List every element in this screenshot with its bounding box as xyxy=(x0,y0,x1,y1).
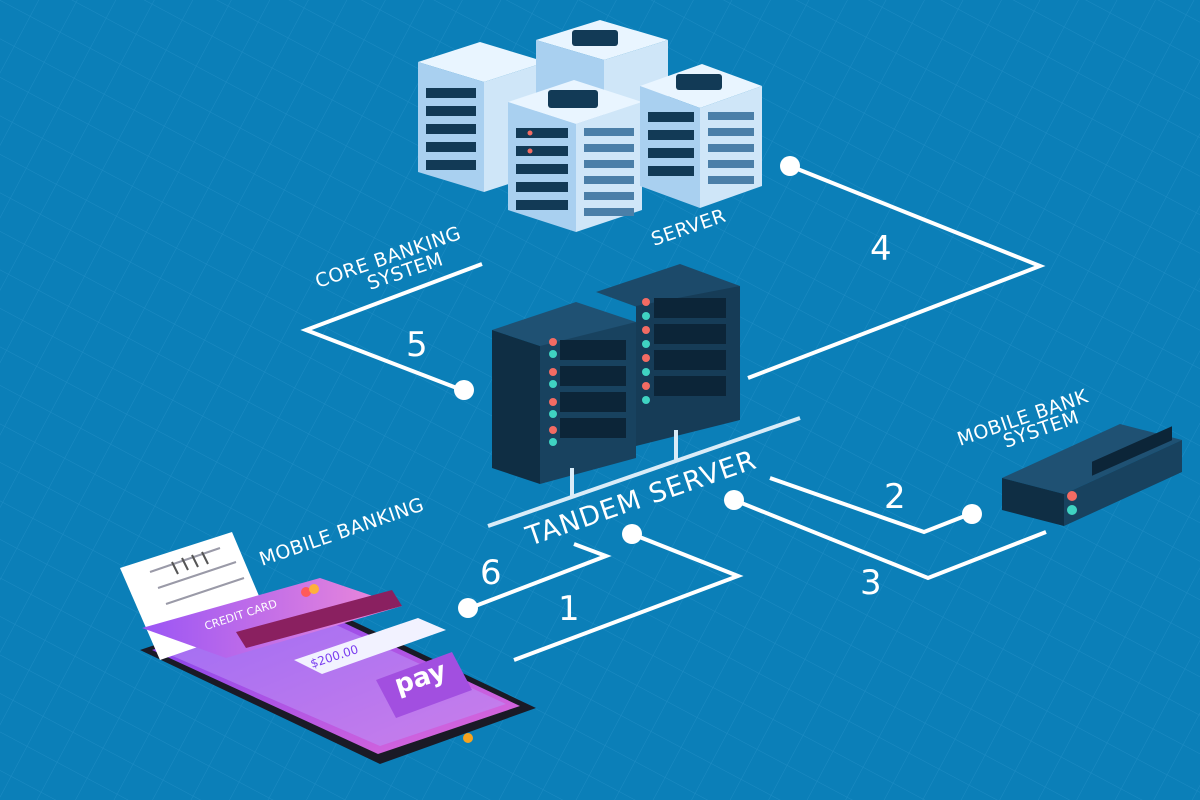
step-number-6: 6 xyxy=(480,553,502,593)
step-number-2: 2 xyxy=(884,477,906,517)
connection-lines xyxy=(300,156,1047,662)
connector-phone-1 xyxy=(513,532,744,662)
step-number-3: 3 xyxy=(860,563,882,603)
server-unit xyxy=(508,80,642,232)
connector-mobile-bank-2 xyxy=(769,476,971,535)
connector-core-banking xyxy=(300,262,483,392)
connector-mobile-bank-3 xyxy=(733,498,1047,581)
server-unit xyxy=(640,64,762,208)
connector-phone-6 xyxy=(469,542,612,610)
credit-card: CREDIT CARD xyxy=(142,578,402,658)
smartphone: CREDIT CARD $200.00 pay xyxy=(120,532,536,764)
step-number-1: 1 xyxy=(558,589,580,629)
tandem-server xyxy=(487,264,801,528)
mobile-bank-system-device xyxy=(1002,424,1182,526)
step-number-4: 4 xyxy=(870,229,892,269)
step-number-5: 5 xyxy=(406,325,428,365)
server-cluster xyxy=(418,20,762,232)
connector-server xyxy=(747,164,1046,380)
pay-button[interactable]: pay xyxy=(376,652,472,718)
